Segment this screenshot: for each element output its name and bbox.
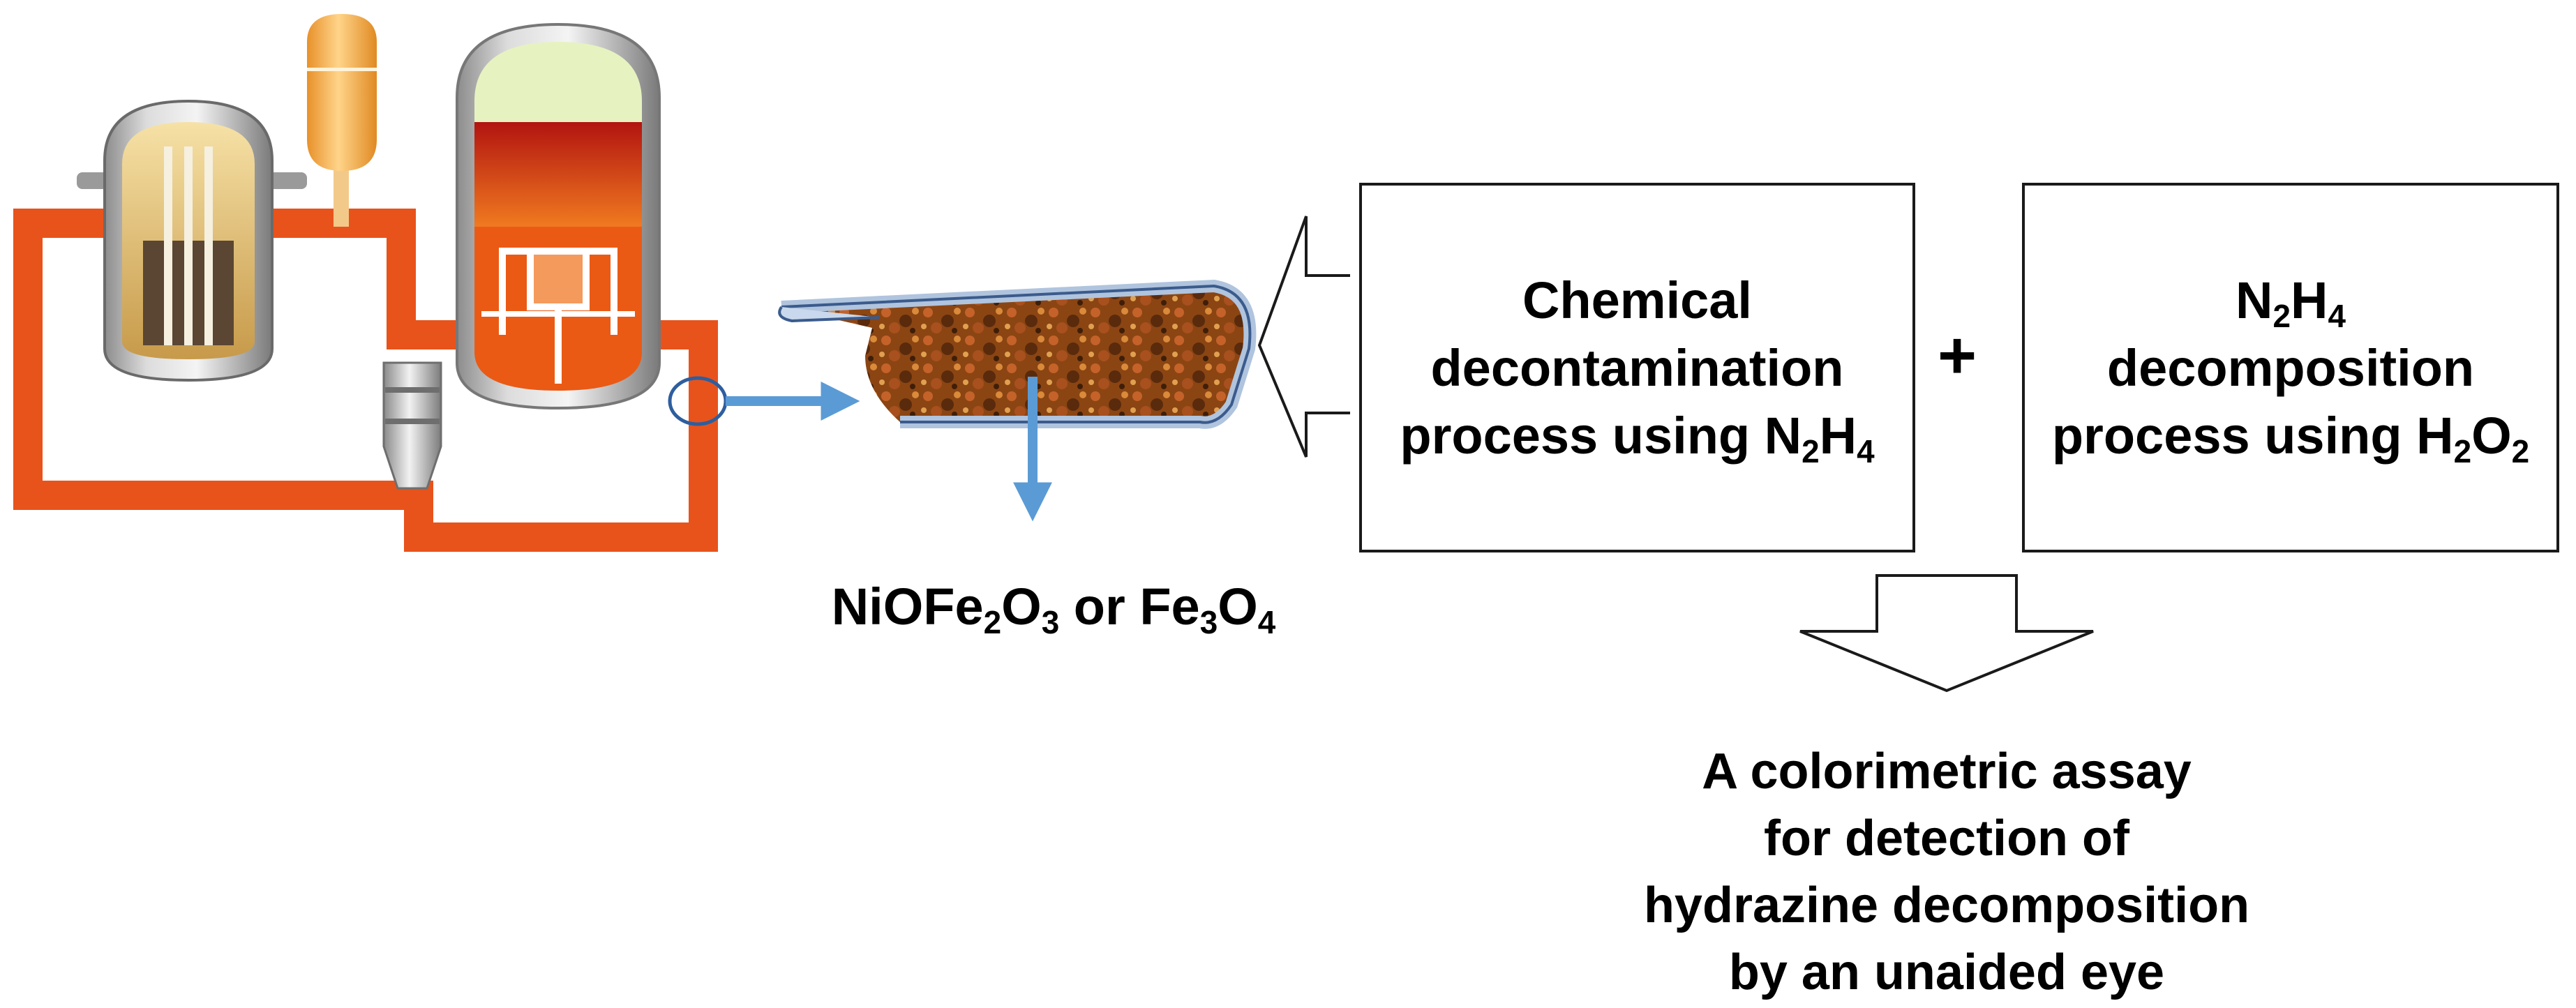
coolant-pump-icon [382,361,442,490]
box1-line3-text: process using N [1400,406,1802,465]
result-line3: hydrazine decomposition [1643,878,2250,933]
box2-l1a: N [2236,271,2273,329]
box2-line3-text: process using H [2051,406,2454,465]
box1-mid: H [1819,406,1857,465]
box2-line3: process using H2O2 [2052,402,2529,469]
box2-line2: decomposition [2106,338,2475,397]
steam-generator-icon [456,22,661,410]
result-line2: for detection of [1764,811,2129,866]
oxide-sub-4: 4 [1257,603,1276,640]
hollow-down-arrow [1799,574,2094,693]
result-text: A colorimetric assay for detection of hy… [1570,738,2323,1006]
result-line1: A colorimetric assay [1702,744,2192,799]
box1-line3: process using N2H4 [1400,402,1874,469]
box2-sub1: 2 [2453,432,2472,469]
oxide-sub-1: 2 [983,603,1002,640]
box2-l1b: H [2291,271,2328,329]
oxide-text-2: O [1001,578,1042,635]
box2-l1s1: 2 [2272,297,2291,334]
corroded-pipe-icon [778,279,1257,429]
hollow-left-arrow [1257,216,1350,458]
oxide-label: NiOFe2O3 or Fe3O4 [795,576,1312,638]
box2-l1s2: 4 [2328,297,2346,334]
reactor-vessel-icon [77,99,307,382]
oxide-sub-3: 3 [1199,603,1218,640]
oxide-text-1: NiOFe [831,578,984,635]
decomposition-box: N2H4 decomposition process using H2O2 [2022,183,2559,552]
box1-sub1: 2 [1802,432,1820,469]
box1-line2: decontamination [1430,338,1844,397]
oxide-text-3: or Fe [1059,578,1200,635]
pressurizer-icon [307,14,377,227]
box2-sub2: 2 [2511,432,2530,469]
result-line4: by an unaided eye [1728,945,2165,1000]
plus-sign: + [1937,318,1977,393]
oxide-sub-2: 3 [1041,603,1060,640]
chemical-decontamination-box: Chemical decontamination process using N… [1359,183,1915,552]
box1-sub2: 4 [1857,432,1875,469]
box1-line1: Chemical [1522,271,1752,329]
box2-mid: O [2471,406,2512,465]
oxide-text-4: O [1218,578,1258,635]
box2-line1: N2H4 [2052,266,2529,334]
